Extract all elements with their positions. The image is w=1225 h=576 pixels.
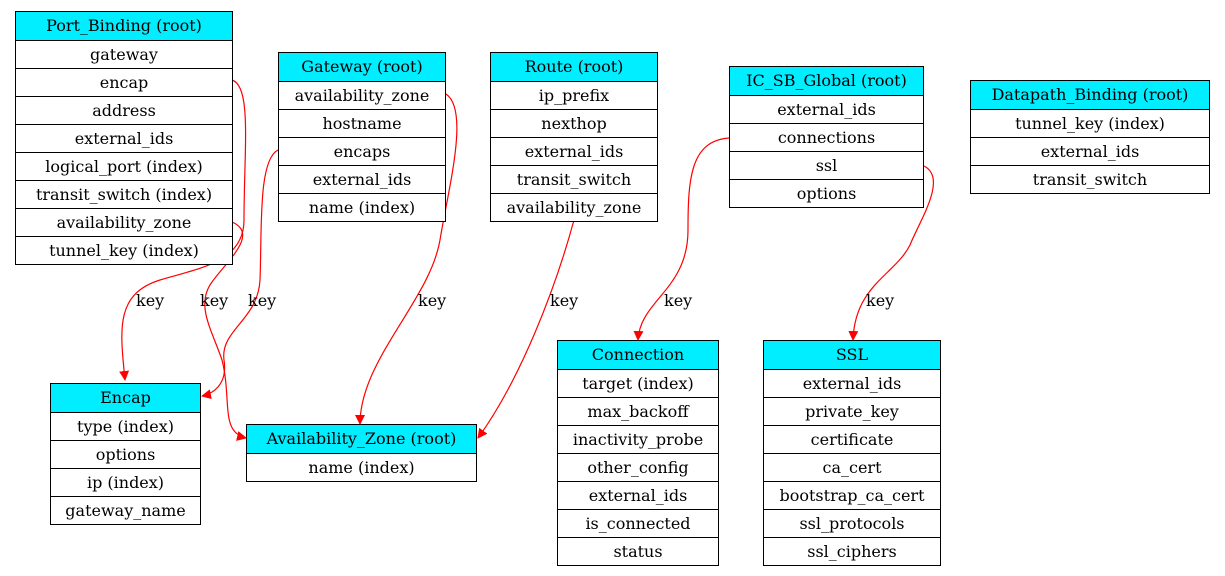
table-field: transit_switch	[491, 165, 657, 193]
table-field: options	[51, 440, 200, 468]
table-field: gateway	[16, 40, 232, 68]
table-field: external_ids	[764, 369, 940, 397]
table-field: ca_cert	[764, 453, 940, 481]
table-field: logical_port (index)	[16, 152, 232, 180]
table-field: ssl_protocols	[764, 509, 940, 537]
table-field: availability_zone	[16, 208, 232, 236]
table-field: encap	[16, 68, 232, 96]
table-header: IC_SB_Global (root)	[730, 67, 923, 95]
table-field: external_ids	[491, 137, 657, 165]
edge-label: key	[550, 291, 578, 310]
edge-label: key	[136, 291, 164, 310]
table-field: address	[16, 96, 232, 124]
table-field: type (index)	[51, 412, 200, 440]
table-field: tunnel_key (index)	[16, 236, 232, 264]
table-field: other_config	[558, 453, 718, 481]
table-field: name (index)	[279, 193, 445, 221]
table-field: ssl	[730, 151, 923, 179]
table-header: Gateway (root)	[279, 53, 445, 81]
table-field: options	[730, 179, 923, 207]
table-field: gateway_name	[51, 496, 200, 524]
table-field: ip (index)	[51, 468, 200, 496]
table-field: encaps	[279, 137, 445, 165]
table-field: target (index)	[558, 369, 718, 397]
table-field: private_key	[764, 397, 940, 425]
table-field: connections	[730, 123, 923, 151]
table-field: is_connected	[558, 509, 718, 537]
table-field: bootstrap_ca_cert	[764, 481, 940, 509]
table-ic-sb-global: IC_SB_Global (root) external_ids connect…	[729, 66, 924, 208]
table-header: Route (root)	[491, 53, 657, 81]
table-field: inactivity_probe	[558, 425, 718, 453]
table-availability-zone: Availability_Zone (root) name (index)	[246, 424, 477, 482]
table-field: tunnel_key (index)	[971, 109, 1209, 137]
table-header: Availability_Zone (root)	[247, 425, 476, 453]
table-datapath-binding: Datapath_Binding (root) tunnel_key (inde…	[970, 80, 1210, 194]
edge-label: key	[248, 291, 276, 310]
table-route: Route (root) ip_prefix nexthop external_…	[490, 52, 658, 222]
edge-label: key	[200, 291, 228, 310]
table-header: Port_Binding (root)	[16, 12, 232, 40]
table-field: external_ids	[279, 165, 445, 193]
table-field: transit_switch	[971, 165, 1209, 193]
table-ssl: SSL external_ids private_key certificate…	[763, 340, 941, 566]
table-encap: Encap type (index) options ip (index) ga…	[50, 383, 201, 525]
edge-label: key	[866, 291, 894, 310]
table-header: Datapath_Binding (root)	[971, 81, 1209, 109]
table-header: Connection	[558, 341, 718, 369]
table-gateway: Gateway (root) availability_zone hostnam…	[278, 52, 446, 222]
table-field: nexthop	[491, 109, 657, 137]
table-header: Encap	[51, 384, 200, 412]
table-field: ssl_ciphers	[764, 537, 940, 565]
table-connection: Connection target (index) max_backoff in…	[557, 340, 719, 566]
table-port-binding: Port_Binding (root) gateway encap addres…	[15, 11, 233, 265]
edge-label: key	[664, 291, 692, 310]
table-field: status	[558, 537, 718, 565]
table-header: SSL	[764, 341, 940, 369]
table-field: max_backoff	[558, 397, 718, 425]
table-field: external_ids	[558, 481, 718, 509]
table-field: hostname	[279, 109, 445, 137]
table-field: external_ids	[730, 95, 923, 123]
table-field: ip_prefix	[491, 81, 657, 109]
table-field: external_ids	[971, 137, 1209, 165]
table-field: availability_zone	[491, 193, 657, 221]
edge-label: key	[418, 291, 446, 310]
table-field: name (index)	[247, 453, 476, 481]
table-field: certificate	[764, 425, 940, 453]
table-field: external_ids	[16, 124, 232, 152]
table-field: transit_switch (index)	[16, 180, 232, 208]
table-field: availability_zone	[279, 81, 445, 109]
